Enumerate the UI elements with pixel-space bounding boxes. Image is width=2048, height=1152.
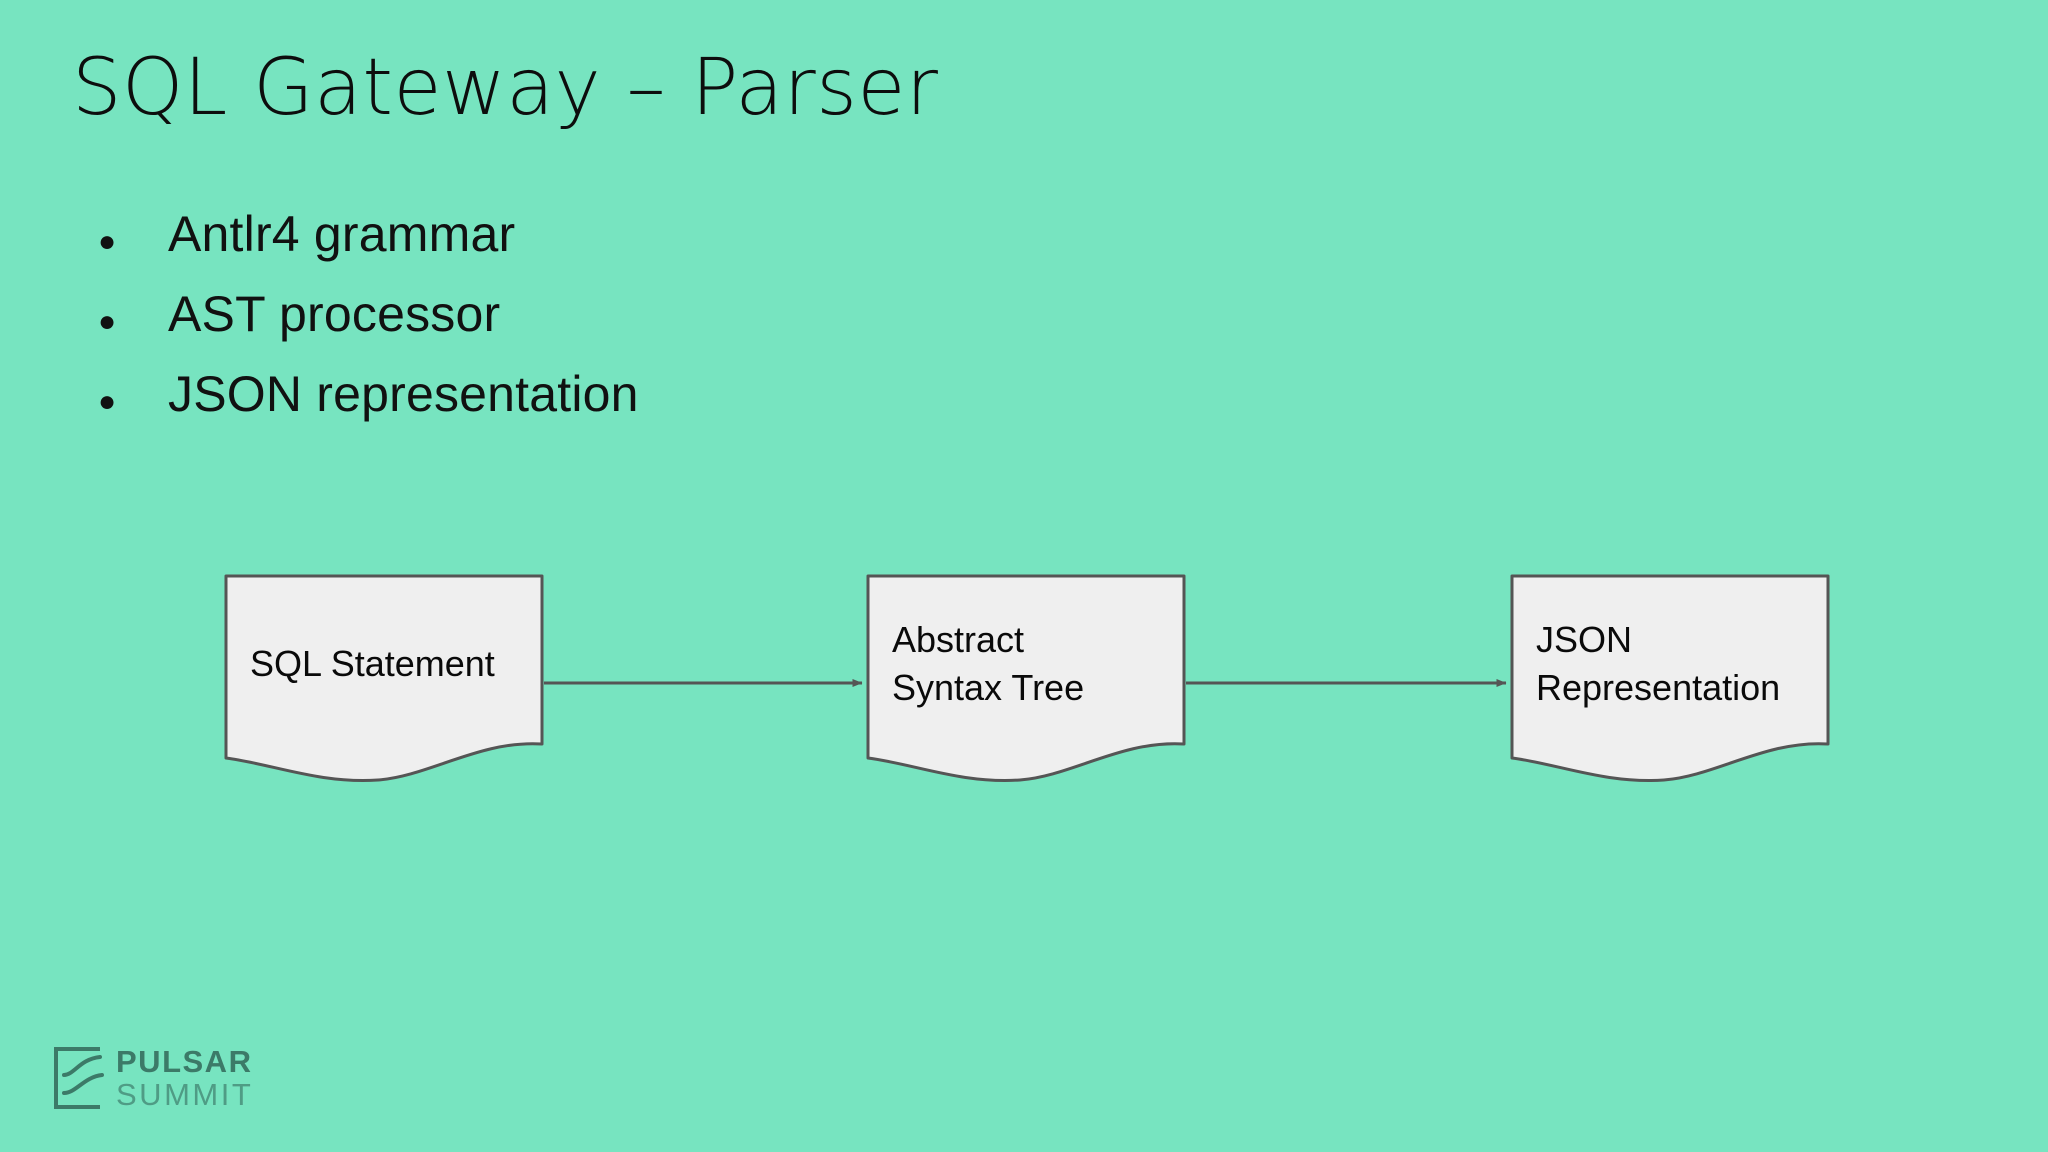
flow-node-sql-statement: [224, 574, 544, 783]
pulsar-summit-wordmark: PULSAR SUMMIT: [116, 1046, 253, 1110]
bullet-list: ● Antlr4 grammar ● AST processor ● JSON …: [98, 205, 639, 445]
pulsar-summit-logo: PULSAR SUMMIT: [50, 1043, 253, 1113]
bullet-point-icon: ●: [98, 385, 117, 418]
bullet-point-icon: ●: [98, 225, 117, 258]
flow-node-label-sql-statement: SQL Statement: [250, 643, 495, 684]
logo-word-pulsar: PULSAR: [116, 1044, 253, 1079]
list-item-label: JSON representation: [168, 366, 639, 422]
flow-node-json-representation: [1510, 574, 1830, 783]
page-title: SQL Gateway – Parser: [72, 43, 939, 133]
flow-node-abstract-syntax-tree: [866, 574, 1186, 783]
bullet-point-icon: ●: [98, 305, 117, 338]
list-item-label: Antlr4 grammar: [168, 206, 516, 262]
list-item-label: AST processor: [168, 286, 501, 342]
pulsar-summit-mark-icon: [54, 1047, 104, 1109]
list-item: ● AST processor: [98, 285, 639, 365]
logo-word-summit: SUMMIT: [116, 1077, 254, 1112]
list-item: ● Antlr4 grammar: [98, 205, 639, 285]
list-item: ● JSON representation: [98, 365, 639, 445]
